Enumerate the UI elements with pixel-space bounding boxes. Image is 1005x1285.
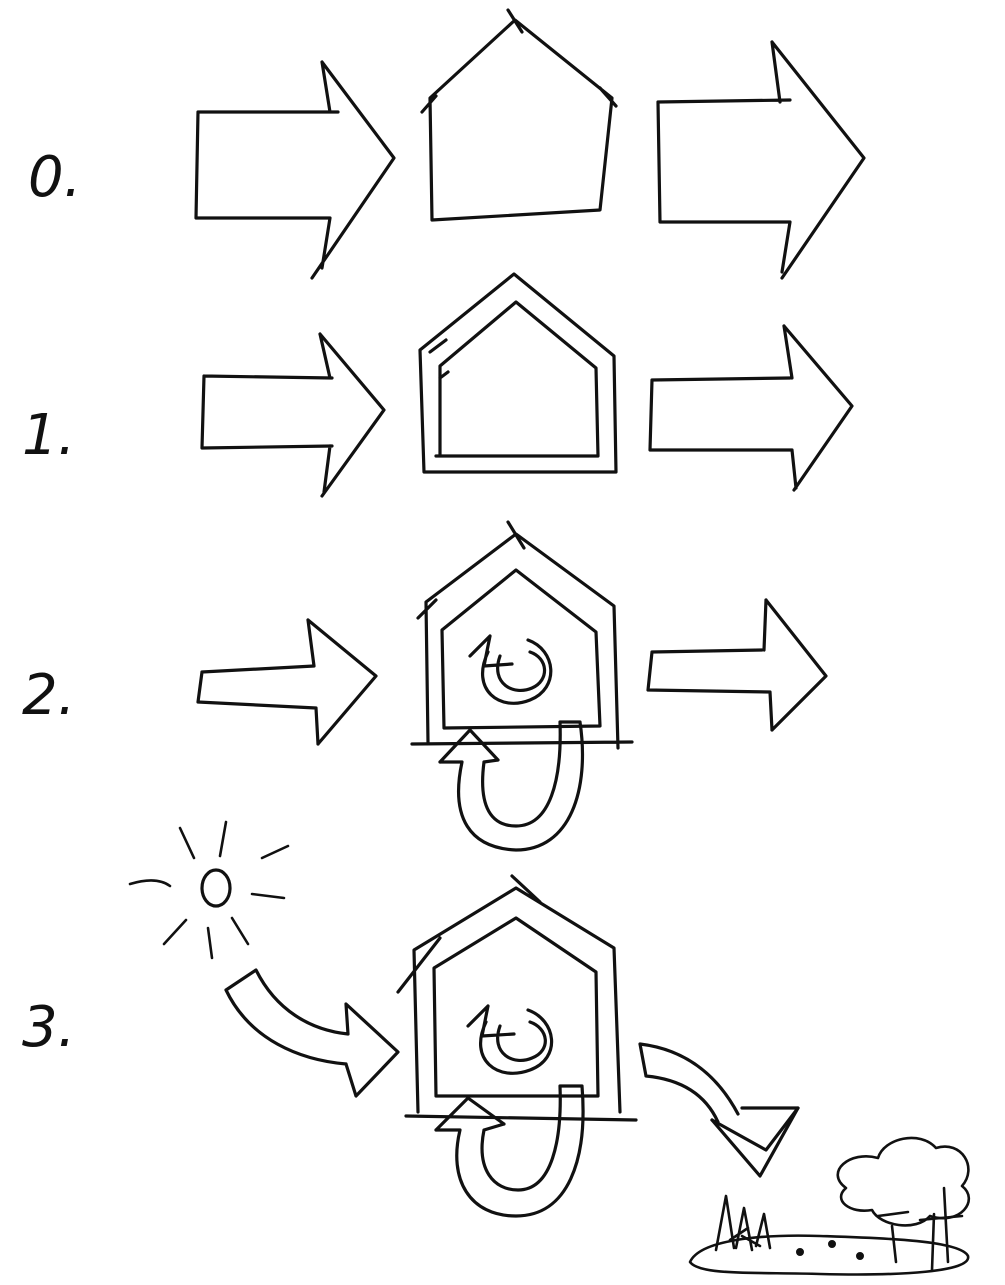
row-0-arrow-out <box>658 42 864 278</box>
row-1-arrow-out <box>650 326 852 490</box>
row-2-house-inner <box>442 570 600 728</box>
row-3-arrow-out <box>640 1044 798 1150</box>
row-2-cycle-arrow <box>470 636 551 703</box>
sun-icon <box>130 822 288 958</box>
row-3-house-inner <box>434 918 598 1096</box>
row-2-loop-arrow <box>440 722 582 850</box>
row-3-cycle-arrow <box>468 1006 552 1073</box>
row-1-house-inner <box>430 302 598 456</box>
row-2-arrow-in <box>198 620 376 744</box>
row-1 <box>202 274 852 496</box>
row-3-arrow-in <box>226 970 398 1096</box>
row-1-arrow-in <box>202 334 384 496</box>
row-2 <box>198 522 826 850</box>
row-2-arrow-out <box>648 600 826 730</box>
landscape-icon <box>690 1138 969 1275</box>
row-3-loop-arrow <box>436 1086 583 1216</box>
row-0-house <box>422 10 616 220</box>
row-0 <box>196 10 864 278</box>
row-0-arrow-in <box>196 62 394 278</box>
row-3 <box>130 822 969 1274</box>
